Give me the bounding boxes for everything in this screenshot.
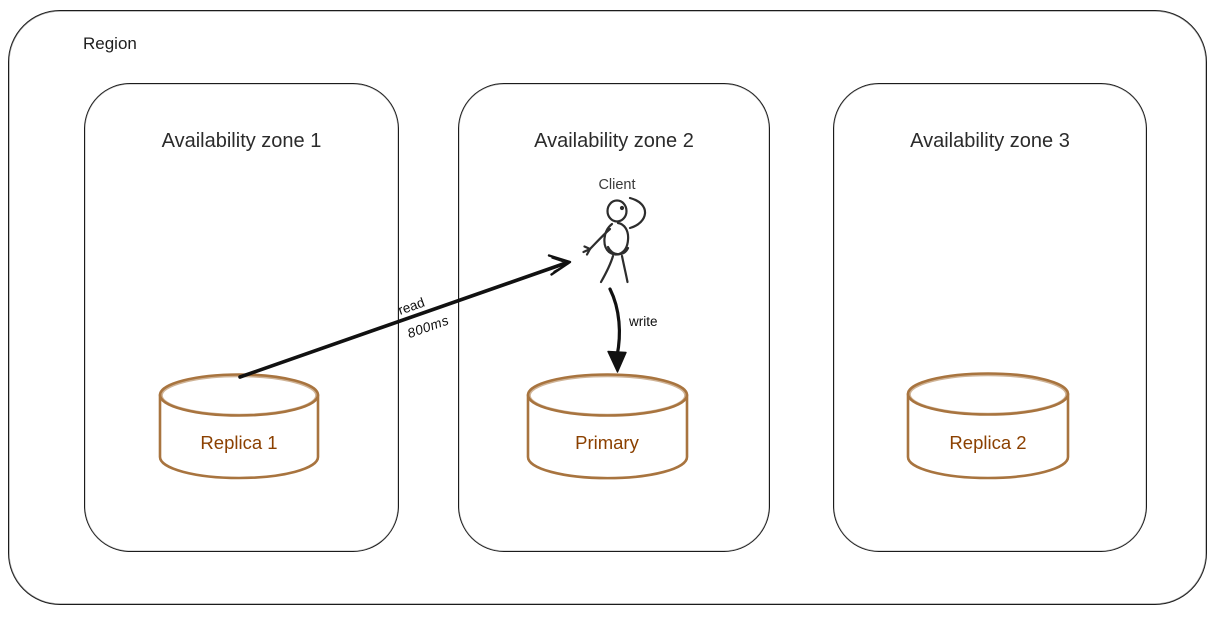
availability-zone-3-box: Availability zone 3 bbox=[833, 83, 1147, 552]
replica-1-label: Replica 1 bbox=[200, 432, 278, 453]
region-label: Region bbox=[83, 34, 137, 53]
replica-2-label: Replica 2 bbox=[949, 432, 1027, 453]
availability-zone-3-title: Availability zone 3 bbox=[910, 130, 1070, 152]
write-arrow-label: write bbox=[629, 314, 658, 329]
client-label: Client bbox=[598, 177, 636, 193]
region-box bbox=[8, 10, 1207, 605]
availability-zone-1-title: Availability zone 1 bbox=[161, 130, 322, 152]
availability-zone-2-box: Availability zone 2 bbox=[458, 83, 770, 552]
availability-zone-2-title: Availability zone 2 bbox=[534, 130, 694, 152]
primary-label: Primary bbox=[575, 432, 639, 453]
availability-zone-1-box: Availability zone 1 bbox=[84, 83, 399, 552]
